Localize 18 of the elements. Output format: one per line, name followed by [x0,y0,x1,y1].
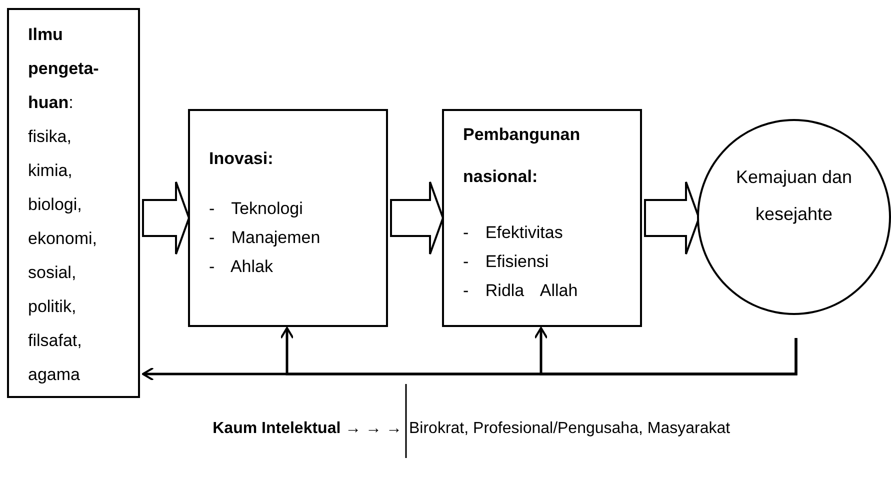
concept-box [188,109,388,327]
block-arrow [142,181,190,255]
feedback-arrow [534,327,798,376]
concept-box [442,109,642,327]
subject-list: Ilmu pengeta-huan: fisika, kimia, biologi, ekonomi, sosial, politik, filsafat, agama [28,18,118,392]
list-item: - Ridla Allah [463,281,578,301]
concept-box [7,8,140,398]
actor-chain-text: Kaum Intelektual → → → [212,420,402,438]
list-item: - Efektivitas [463,223,563,243]
block-arrow [390,181,444,255]
actor-list-text: Birokrat, Profesional/Pengusaha, Masyarakat [409,420,730,438]
list-item: - Teknologi [209,199,303,219]
list-item: - Ahlak [209,257,273,277]
list-item: - Manajemen [209,228,320,248]
outcome-text: Kemajuan dan kesejahte [734,166,854,226]
box-heading: Pembangunan nasional: [463,124,582,188]
box-heading: Inovasi: [209,148,274,170]
list-item: - Efisiensi [463,252,549,272]
